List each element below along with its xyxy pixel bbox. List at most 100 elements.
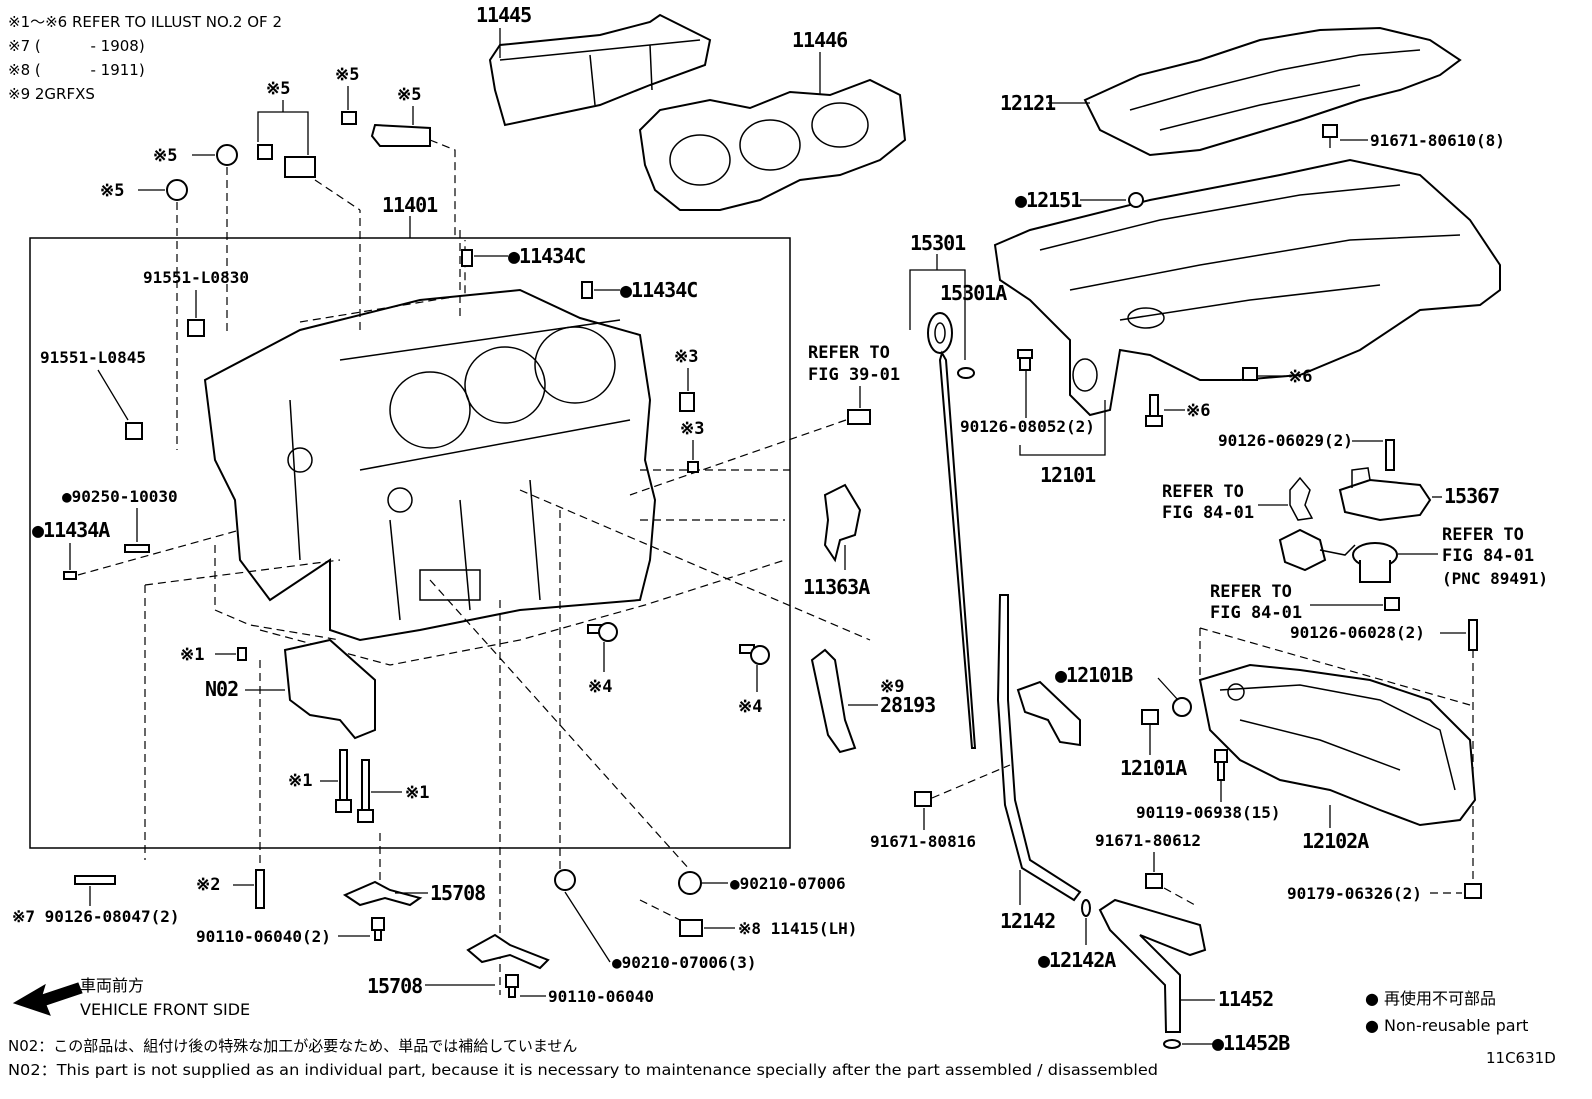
plug-90210-07006[interactable] <box>678 871 702 895</box>
nut-x6[interactable] <box>1242 367 1258 381</box>
label-11446: 11446 <box>792 28 847 52</box>
footer-n02-en: N02：This part is not supplied as an indi… <box>8 1061 1158 1079</box>
bolt-x5-d[interactable] <box>341 111 357 125</box>
part-12102A-oil-pan-lower[interactable] <box>1198 663 1477 827</box>
part-15301-dipstick[interactable] <box>927 312 977 749</box>
bolt-90119-06938[interactable] <box>1214 749 1228 781</box>
note-x9: ※9 2GRFXS <box>8 85 95 103</box>
bolt-90110-06040[interactable] <box>505 974 519 998</box>
label-12142A: ●12142A <box>1038 948 1116 972</box>
refer-84-a-line2: FIG 84-01 <box>1162 503 1254 523</box>
refer-84-a-line1: REFER TO <box>1162 482 1244 502</box>
pin-11434A[interactable] <box>63 571 77 580</box>
label-x6-b: ※6 <box>1186 401 1210 421</box>
part-11363A-bracket[interactable] <box>823 483 862 563</box>
figure-code: 11C631D <box>1486 1049 1556 1067</box>
refer-39-line1: REFER TO <box>808 343 890 363</box>
bolt-91551-L0830[interactable] <box>187 319 205 337</box>
non-reusable-legend-en: ● Non-reusable part <box>1365 1016 1528 1035</box>
pin-90250-10030[interactable] <box>124 544 150 553</box>
stud-90126-08047[interactable] <box>74 875 116 885</box>
pin-x3-b[interactable] <box>687 461 699 473</box>
label-90110-06040-2: 90110-06040(2) <box>196 927 331 946</box>
label-91671-80816: 91671-80816 <box>870 832 976 851</box>
part-12101-oil-pan-upper[interactable] <box>993 158 1501 417</box>
wire-harness-clamp <box>1289 476 1314 521</box>
bolt-x1-b[interactable] <box>335 749 352 813</box>
refer-84-c-line2: FIG 84-01 <box>1210 603 1302 623</box>
note-refer-illust: ※1～※6 REFER TO ILLUST NO.2 OF 2 <box>8 13 282 31</box>
label-12101A: 12101A <box>1120 756 1187 780</box>
label-15301A: 15301A <box>940 281 1007 305</box>
non-reusable-legend-jp: ● 再使用不可部品 <box>1365 989 1496 1008</box>
bolt-x5-c[interactable] <box>257 144 316 178</box>
part-28193-bracket[interactable] <box>810 648 857 754</box>
part-11452-oil-strainer-tube[interactable] <box>1098 898 1207 1033</box>
stud-x2[interactable] <box>255 869 265 909</box>
footer-n02-jp: N02：この部品は、組付け後の特殊な加工が必要なため、単品では補給していません <box>8 1037 577 1055</box>
nut-x5-a[interactable] <box>166 179 188 201</box>
part-12151-o-ring[interactable] <box>1128 192 1144 208</box>
part-15367-oil-level-sensor-bracket[interactable] <box>1338 467 1432 522</box>
bolt-x6[interactable] <box>1145 394 1163 427</box>
label-x1-c: ※1 <box>405 783 429 803</box>
plug-x8-11415[interactable] <box>679 919 703 937</box>
label-15708-b: 15708 <box>367 974 422 998</box>
part-12121-baffle-plate[interactable] <box>1083 26 1462 157</box>
bolt-x1-c[interactable] <box>357 759 374 823</box>
part-12142A-o-ring[interactable] <box>1081 899 1091 917</box>
bolt-91671-80816[interactable] <box>914 791 932 807</box>
bolt-x4-a[interactable] <box>587 622 618 642</box>
refer-84-b-line3: (PNC 89491) <box>1442 569 1548 588</box>
label-15301: 15301 <box>910 231 966 255</box>
label-91551-L0845: 91551-L0845 <box>40 348 146 367</box>
plug-90210-07006-3[interactable] <box>554 869 576 891</box>
part-15301A-o-ring[interactable] <box>957 367 975 379</box>
pin-x3-a[interactable] <box>679 392 695 412</box>
part-11445-cover[interactable] <box>488 13 712 127</box>
bolt-refer-39-01[interactable] <box>847 409 871 425</box>
pin-11434C-a[interactable] <box>461 249 473 267</box>
part-15708-oil-jet-a[interactable] <box>342 880 423 907</box>
label-x7-90126-08047: ※7 90126-08047(2) <box>12 907 180 926</box>
bolt-91671-80612[interactable] <box>1145 873 1163 889</box>
label-x5-c: ※5 <box>266 79 290 99</box>
label-15708-a: 15708 <box>430 881 485 905</box>
nut-refer-84-c[interactable] <box>1384 597 1400 611</box>
pin-11434C-b[interactable] <box>581 281 593 299</box>
nut-90179-06326[interactable] <box>1464 883 1482 899</box>
stud-90126-06028[interactable] <box>1468 619 1478 651</box>
part-12101B-gasket[interactable] <box>1172 697 1192 717</box>
part-11452B-o-ring[interactable] <box>1163 1039 1181 1049</box>
label-x3-b: ※3 <box>680 419 704 439</box>
label-90126-06028: 90126-06028(2) <box>1290 623 1425 642</box>
label-x5-e: ※5 <box>397 85 421 105</box>
refer-84-c-line1: REFER TO <box>1210 582 1292 602</box>
label-90110-06040: 90110-06040 <box>548 987 654 1006</box>
pin-x1-a[interactable] <box>237 647 247 661</box>
label-11434A: ●11434A <box>32 518 110 542</box>
part-12142-oil-level-gauge-guide[interactable] <box>996 594 1082 902</box>
part-N02-bearing-cap[interactable] <box>283 638 376 740</box>
label-12151: ●12151 <box>1015 188 1082 212</box>
bolt-91551-L0845[interactable] <box>125 422 143 440</box>
vehicle-front-label-en: VEHICLE FRONT SIDE <box>80 1000 250 1019</box>
sensor-x5-e[interactable] <box>370 123 431 147</box>
nut-x5-b[interactable] <box>216 144 238 166</box>
part-11446-gasket[interactable] <box>638 78 907 211</box>
stud-90126-08052[interactable] <box>1017 349 1033 371</box>
bolt-90110-06040-2[interactable] <box>371 917 385 941</box>
label-x5-a: ※5 <box>100 181 124 201</box>
part-11401-cylinder-block[interactable] <box>203 288 657 642</box>
part-oil-level-sensor[interactable] <box>1278 528 1398 583</box>
refer-39-line2: FIG 39-01 <box>808 365 900 385</box>
bolt-91671-80610[interactable] <box>1322 124 1338 148</box>
stud-90126-06029[interactable] <box>1385 439 1395 471</box>
label-28193: 28193 <box>880 693 935 717</box>
label-x3-a: ※3 <box>674 347 698 367</box>
part-15708-oil-jet-b[interactable] <box>466 933 550 970</box>
part-12101A-drain-plug[interactable] <box>1141 709 1159 725</box>
bolt-x4-b[interactable] <box>739 644 770 665</box>
